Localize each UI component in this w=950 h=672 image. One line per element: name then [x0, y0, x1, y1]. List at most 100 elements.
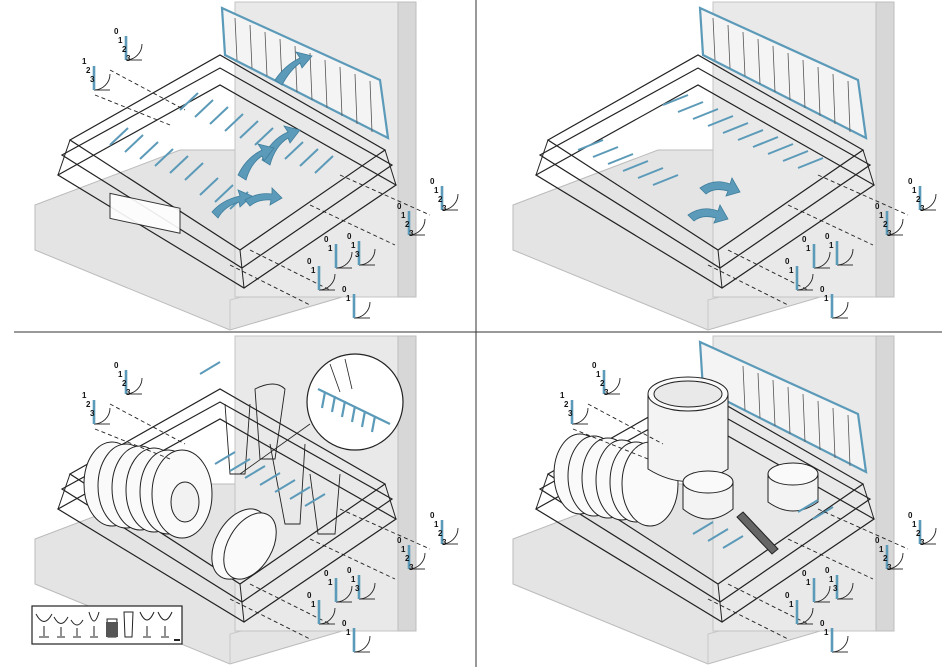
position-number: 1 [328, 578, 333, 587]
setting-indicator-bottom-left-labels_left-1: 0123 [114, 361, 142, 397]
position-number: 3 [604, 388, 609, 397]
position-number: 1 [346, 294, 351, 303]
position-number: 1 [829, 575, 834, 584]
position-number: 3 [920, 538, 925, 547]
position-number: 2 [883, 554, 888, 563]
position-number: 0 [324, 569, 329, 578]
position-number: 3 [568, 409, 573, 418]
position-number: 0 [307, 591, 312, 600]
position-number: 3 [409, 563, 414, 572]
position-number: 1 [401, 211, 406, 220]
position-number: 0 [592, 361, 597, 370]
position-number: 2 [86, 400, 91, 409]
position-number: 1 [346, 628, 351, 637]
position-number: 1 [789, 600, 794, 609]
panel-top-right [513, 2, 908, 330]
position-number: 3 [833, 584, 838, 593]
position-number: 0 [430, 511, 435, 520]
position-number: 3 [126, 54, 131, 63]
position-number: 0 [347, 566, 352, 575]
position-number: 2 [438, 529, 443, 538]
position-number: 1 [328, 244, 333, 253]
position-number: 0 [908, 511, 913, 520]
position-number: 1 [824, 628, 829, 637]
position-number: 0 [342, 619, 347, 628]
position-number: 2 [405, 220, 410, 229]
position-number: 1 [118, 370, 123, 379]
position-number: 0 [347, 232, 352, 241]
setting-indicator-top-left-labels_left-0: 123 [82, 57, 110, 90]
position-number: 0 [397, 536, 402, 545]
position-number: 0 [785, 591, 790, 600]
position-number: 1 [806, 244, 811, 253]
position-number: 1 [879, 211, 884, 220]
position-number: 0 [114, 361, 119, 370]
position-number: 0 [820, 285, 825, 294]
position-number: 2 [405, 554, 410, 563]
position-number: 3 [409, 229, 414, 238]
position-number: 1 [789, 266, 794, 275]
position-number: 1 [351, 575, 356, 584]
setting-indicator-bottom-right-labels_left-0: 123 [560, 391, 588, 424]
position-number: 1 [560, 391, 565, 400]
position-number: 2 [122, 45, 127, 54]
position-number: 1 [311, 266, 316, 275]
panel-top-left [35, 2, 430, 330]
position-number: 1 [351, 241, 356, 250]
position-number: 1 [912, 520, 917, 529]
position-number: 0 [324, 235, 329, 244]
position-number: 1 [824, 294, 829, 303]
position-number: 3 [887, 563, 892, 572]
position-number: 1 [434, 186, 439, 195]
position-number: 0 [875, 536, 880, 545]
setting-indicator-bottom-left-labels_left-0: 123 [82, 391, 110, 424]
position-number: 0 [342, 285, 347, 294]
position-number: 0 [802, 569, 807, 578]
panel-bottom-right [513, 336, 908, 664]
position-number: 0 [875, 202, 880, 211]
position-number: 2 [122, 379, 127, 388]
position-number: 1 [118, 36, 123, 45]
position-number: 0 [802, 235, 807, 244]
position-number: 2 [564, 400, 569, 409]
position-number: 2 [883, 220, 888, 229]
position-number: 3 [920, 204, 925, 213]
position-number: 3 [887, 229, 892, 238]
position-number: 0 [397, 202, 402, 211]
position-number: 3 [90, 409, 95, 418]
position-number: 0 [430, 177, 435, 186]
position-number: 2 [916, 195, 921, 204]
position-number: 2 [86, 66, 91, 75]
position-number: 3 [442, 538, 447, 547]
position-number: 1 [912, 186, 917, 195]
position-number: 1 [311, 600, 316, 609]
position-number: 0 [820, 619, 825, 628]
glass-legend [32, 606, 182, 644]
position-number: 2 [916, 529, 921, 538]
position-number: 1 [434, 520, 439, 529]
position-number: 3 [126, 388, 131, 397]
position-number: 3 [90, 75, 95, 84]
position-number: 3 [355, 584, 360, 593]
position-number: 0 [825, 232, 830, 241]
position-number: 3 [442, 204, 447, 213]
position-number: 0 [908, 177, 913, 186]
position-number: 1 [82, 57, 87, 66]
position-number: 0 [825, 566, 830, 575]
position-number: 2 [438, 195, 443, 204]
position-number: 1 [879, 545, 884, 554]
position-number: 1 [82, 391, 87, 400]
position-number: 1 [596, 370, 601, 379]
position-number: 0 [114, 27, 119, 36]
position-number: 3 [355, 250, 360, 259]
setting-indicator-bottom-right-labels_right_front-1: 0123 [908, 511, 936, 547]
position-number: 0 [307, 257, 312, 266]
position-number: 0 [785, 257, 790, 266]
